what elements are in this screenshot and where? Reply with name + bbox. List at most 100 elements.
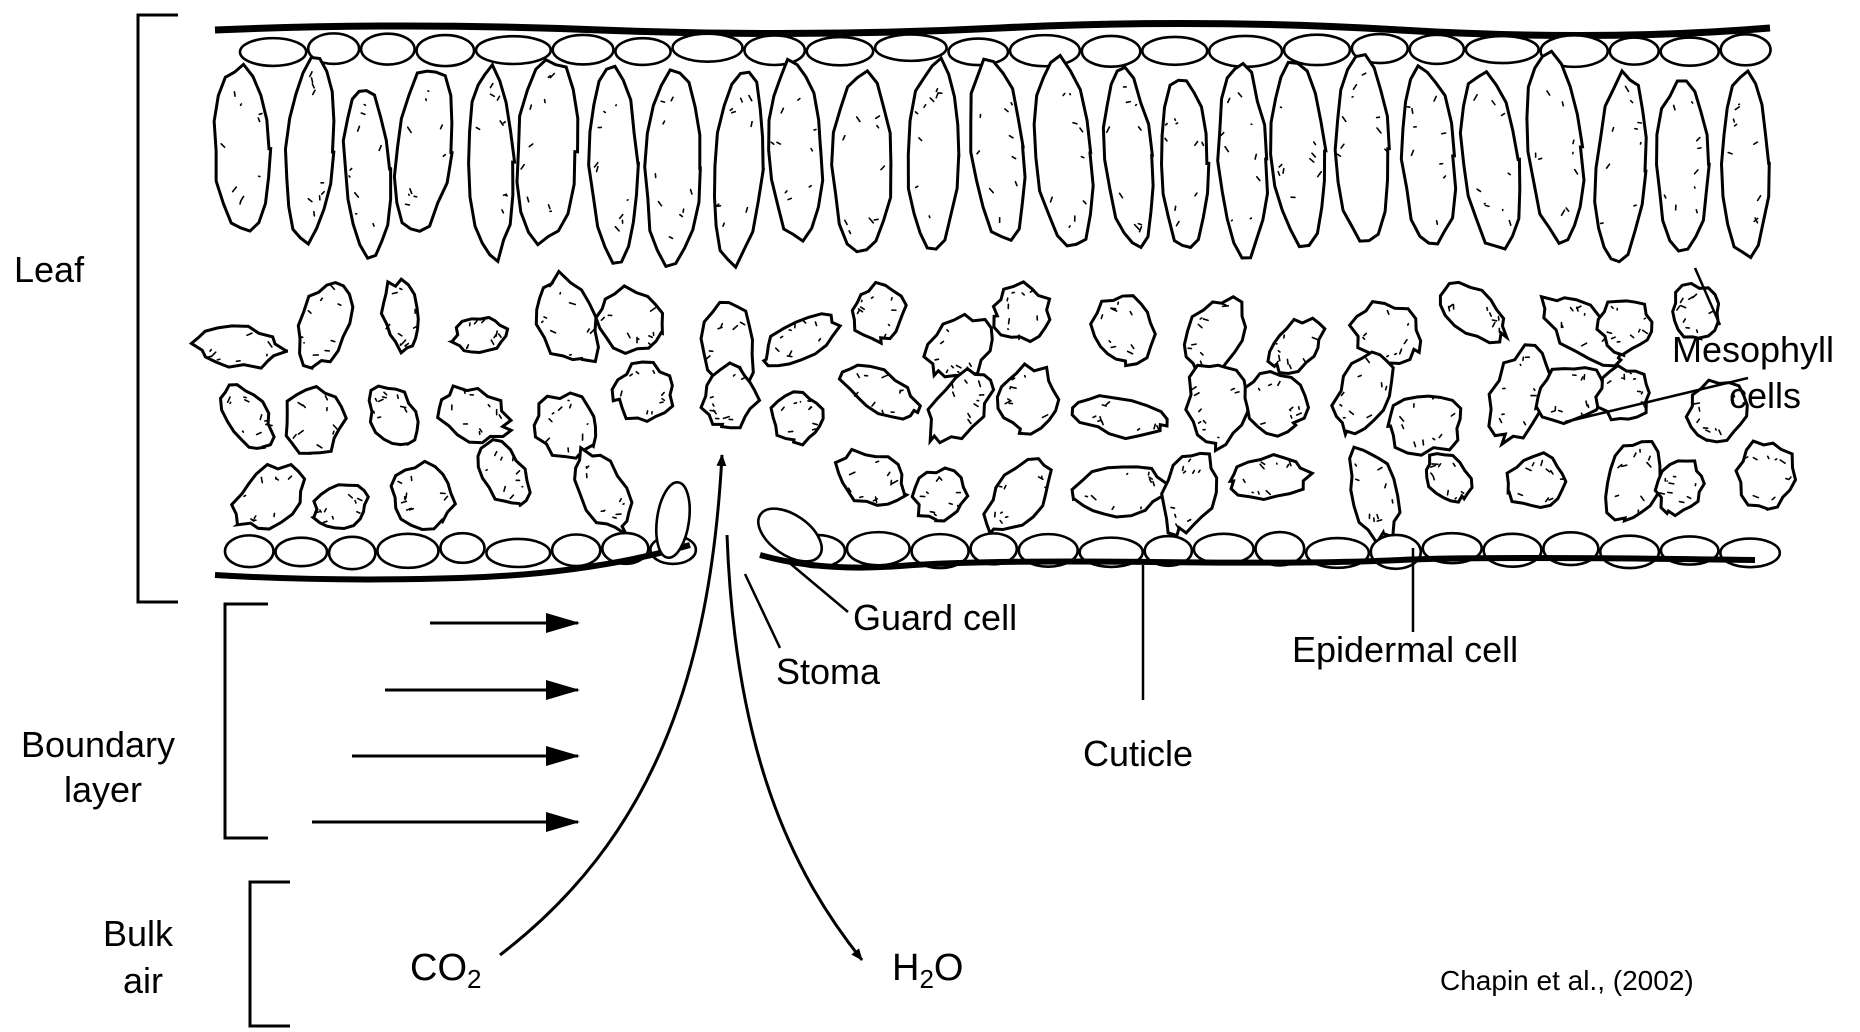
lower-epidermal-cell — [847, 532, 910, 565]
spongy-mesophyll-cell — [220, 452, 317, 546]
upper-epidermal-cell — [949, 39, 1008, 66]
lower-epidermal-cell — [1484, 534, 1542, 567]
spongy-mesophyll-cell — [588, 281, 674, 364]
spongy-mesophyll-cell — [1232, 359, 1319, 446]
upper-epidermal-cell — [1082, 36, 1140, 67]
spongy-mesophyll-cell — [989, 279, 1054, 345]
h2o-flux-arrow — [727, 535, 862, 960]
palisade-cell — [1333, 54, 1391, 241]
spongy-mesophyll-cell — [824, 438, 917, 519]
spongy-mesophyll-cell — [1385, 393, 1465, 458]
lower-epidermal-cell — [440, 533, 484, 563]
spongy-mesophyll-cell — [1591, 362, 1657, 429]
spongy-mesophyll-cell — [1185, 364, 1250, 451]
spongy-mesophyll-cell — [306, 477, 376, 538]
spongy-mesophyll-cell — [1500, 449, 1572, 517]
spongy-mesophyll-cell — [850, 280, 909, 346]
upper-epidermal-cell — [553, 35, 614, 65]
lower-epidermal-cell — [552, 535, 600, 567]
palisade-cell — [1519, 49, 1590, 245]
upper-epidermal-cell — [1410, 35, 1464, 64]
spongy-mesophyll-cell — [755, 304, 846, 378]
upper-epidermal-cell — [417, 35, 474, 66]
spongy-mesophyll-cell — [1341, 440, 1408, 546]
palisade-cell — [341, 90, 396, 260]
spongy-mesophyll-cell — [1431, 272, 1520, 355]
spongy-mesophyll-cell — [833, 353, 928, 430]
palisade-cell — [389, 69, 460, 234]
palisade-cell — [1265, 60, 1332, 248]
lower-epidermal-cell — [225, 535, 273, 567]
spongy-mesophyll-cell — [913, 361, 1004, 457]
upper-epidermal-cell — [615, 38, 670, 65]
upper-epidermal-cell — [476, 36, 551, 64]
h2o-label: H2O — [892, 947, 963, 994]
spongy-mesophyll-cell — [357, 376, 427, 454]
spongy-mesophyll-cell — [1734, 439, 1797, 511]
palisade-cell — [906, 57, 962, 249]
lower-epidermal-cell — [377, 534, 438, 568]
palisade-cell — [708, 70, 770, 268]
palisade-cell — [280, 56, 340, 245]
palisade-cell — [1454, 69, 1528, 252]
guard-cell-label: Guard cell — [853, 597, 1017, 638]
spongy-mesophyll-cell — [1069, 459, 1171, 525]
upper-epidermal-cell — [361, 34, 414, 65]
palisade-cell — [466, 64, 517, 262]
palisade-cell — [962, 56, 1032, 243]
spongy-mesophyll-cell — [448, 312, 512, 359]
palisade-cell — [766, 58, 825, 242]
upper-epidermal-cell — [1284, 35, 1350, 65]
citation-text: Chapin et al., (2002) — [1440, 965, 1694, 996]
spongy-mesophyll-cell — [469, 433, 540, 515]
spongy-mesophyll-cell — [288, 276, 359, 375]
palisade-cell — [1159, 80, 1210, 249]
spongy-mesophyll-cell — [376, 277, 425, 355]
palisade-cell — [514, 59, 581, 246]
spongy-mesophyll-cell — [212, 375, 282, 458]
palisade-cell — [585, 66, 641, 264]
spongy-mesophyll-cell — [765, 387, 827, 448]
boundary-layer-label: Boundary layer — [21, 724, 185, 810]
lower-epidermal-cell — [275, 538, 327, 566]
lower-epidermal-cell — [486, 539, 550, 567]
palisade-cell — [1590, 70, 1651, 263]
upper-epidermal-cell — [744, 35, 804, 65]
spongy-mesophyll-cell — [1069, 390, 1171, 446]
lower-epidermal-cell — [329, 537, 375, 569]
upper-epidermal-cell — [1661, 38, 1719, 66]
upper-epidermal-cell — [240, 38, 306, 66]
boundary-layer-bracket — [225, 604, 268, 838]
upper-epidermal-cell — [875, 35, 946, 61]
upper-epidermal-cell — [1209, 36, 1282, 67]
palisade-cell — [1214, 63, 1271, 259]
upper-epidermal-cell — [1466, 36, 1539, 63]
palisade-mesophyll — [212, 49, 1771, 268]
spongy-mesophyll-cell — [1228, 451, 1314, 503]
leaf-label: Leaf — [14, 249, 85, 290]
upper-epidermal-cell — [1142, 37, 1207, 65]
leaf-bracket — [138, 15, 178, 602]
spongy-mesophyll-cell — [605, 355, 679, 428]
spongy-mesophyll-cell — [430, 377, 521, 456]
palisade-cell — [1720, 71, 1771, 258]
stoma-label: Stoma — [776, 651, 881, 692]
lower-epidermal-cell — [1600, 536, 1659, 568]
co2-label: CO2 — [410, 947, 481, 994]
epidermal-cell-label: Epidermal cell — [1292, 629, 1518, 670]
upper-epidermal-cell — [807, 37, 873, 65]
upper-cuticle — [215, 23, 1770, 35]
spongy-mesophyll-cell — [378, 453, 465, 542]
palisade-cell — [1027, 54, 1099, 248]
upper-epidermal-cell — [1721, 34, 1771, 65]
palisade-cell — [1097, 66, 1161, 250]
cuticle-label: Cuticle — [1083, 733, 1193, 774]
palisade-cell — [643, 69, 703, 267]
upper-epidermal-cell — [673, 34, 743, 62]
spongy-mesophyll-cell — [190, 322, 290, 371]
spongy-mesophyll-cell — [909, 463, 972, 525]
spongy-mesophyll-cell — [1152, 444, 1226, 542]
palisade-cell — [1396, 64, 1460, 246]
spongy-mesophyll-cell — [1090, 295, 1157, 367]
